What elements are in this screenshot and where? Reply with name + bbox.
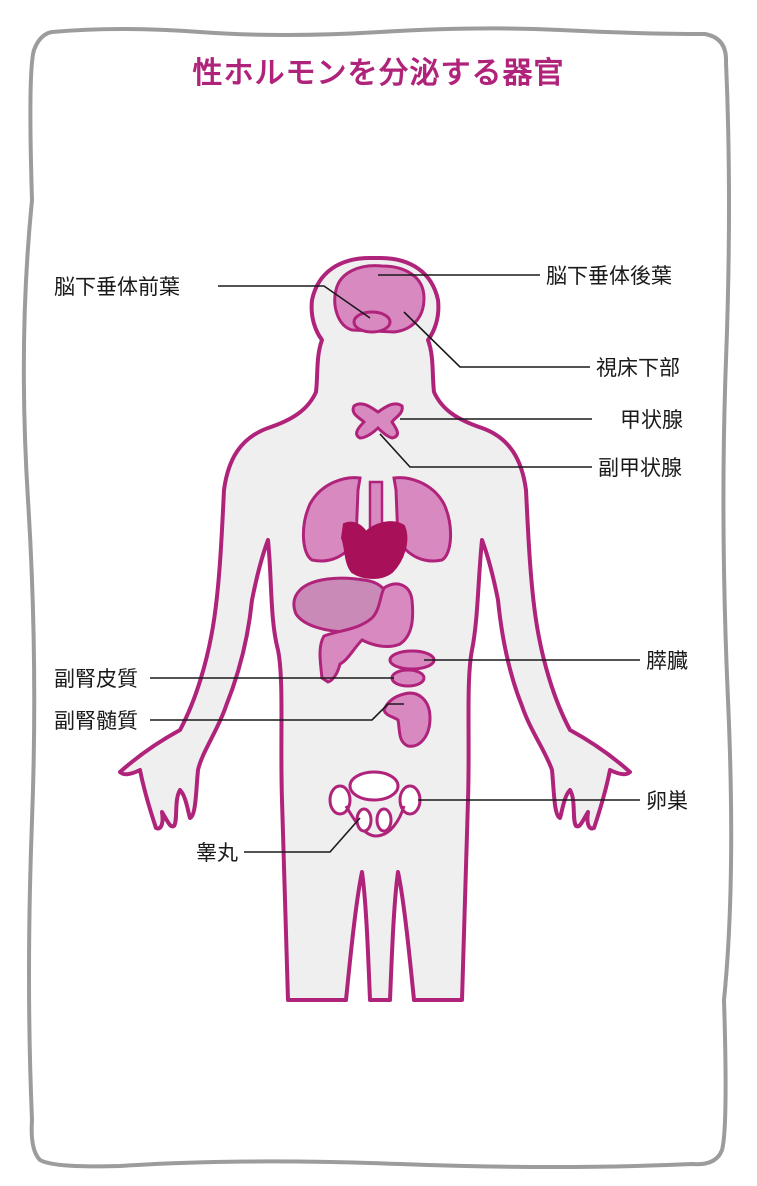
label-hypothalamus: 視床下部 xyxy=(596,356,680,380)
uterus xyxy=(348,770,400,802)
label-pituitary-anterior: 脳下垂体前葉 xyxy=(54,275,180,299)
leader-lines xyxy=(150,274,640,853)
label-parathyroid: 副甲状腺 xyxy=(598,456,682,480)
label-thyroid: 甲状腺 xyxy=(620,408,683,432)
stomach xyxy=(318,582,415,684)
leader-hypothalamus xyxy=(403,311,590,368)
page-title: 性ホルモンを分泌する器官 xyxy=(192,56,565,91)
leader-pituitary-anterior xyxy=(218,285,371,319)
leader-testis xyxy=(244,817,361,853)
label-testis: 睾丸 xyxy=(196,841,238,865)
pituitary-gland xyxy=(352,310,392,334)
adrenal-gland xyxy=(390,668,426,688)
label-pancreas: 膵臓 xyxy=(646,649,688,673)
right-testis xyxy=(375,807,393,833)
thyroid-gland xyxy=(351,402,404,440)
right-lung xyxy=(392,476,452,563)
pelvis-outline xyxy=(344,805,406,838)
label-pituitary-posterior: 脳下垂体後葉 xyxy=(546,264,672,288)
label-adrenal-medulla: 副腎髄質 xyxy=(54,709,138,733)
label-adrenal-cortex: 副腎皮質 xyxy=(54,667,138,691)
label-ovary: 卵巣 xyxy=(646,789,688,813)
heart xyxy=(340,521,408,579)
left-testis xyxy=(355,807,373,833)
leader-parathyroid xyxy=(379,433,592,468)
leader-adrenal-medulla xyxy=(150,703,404,721)
